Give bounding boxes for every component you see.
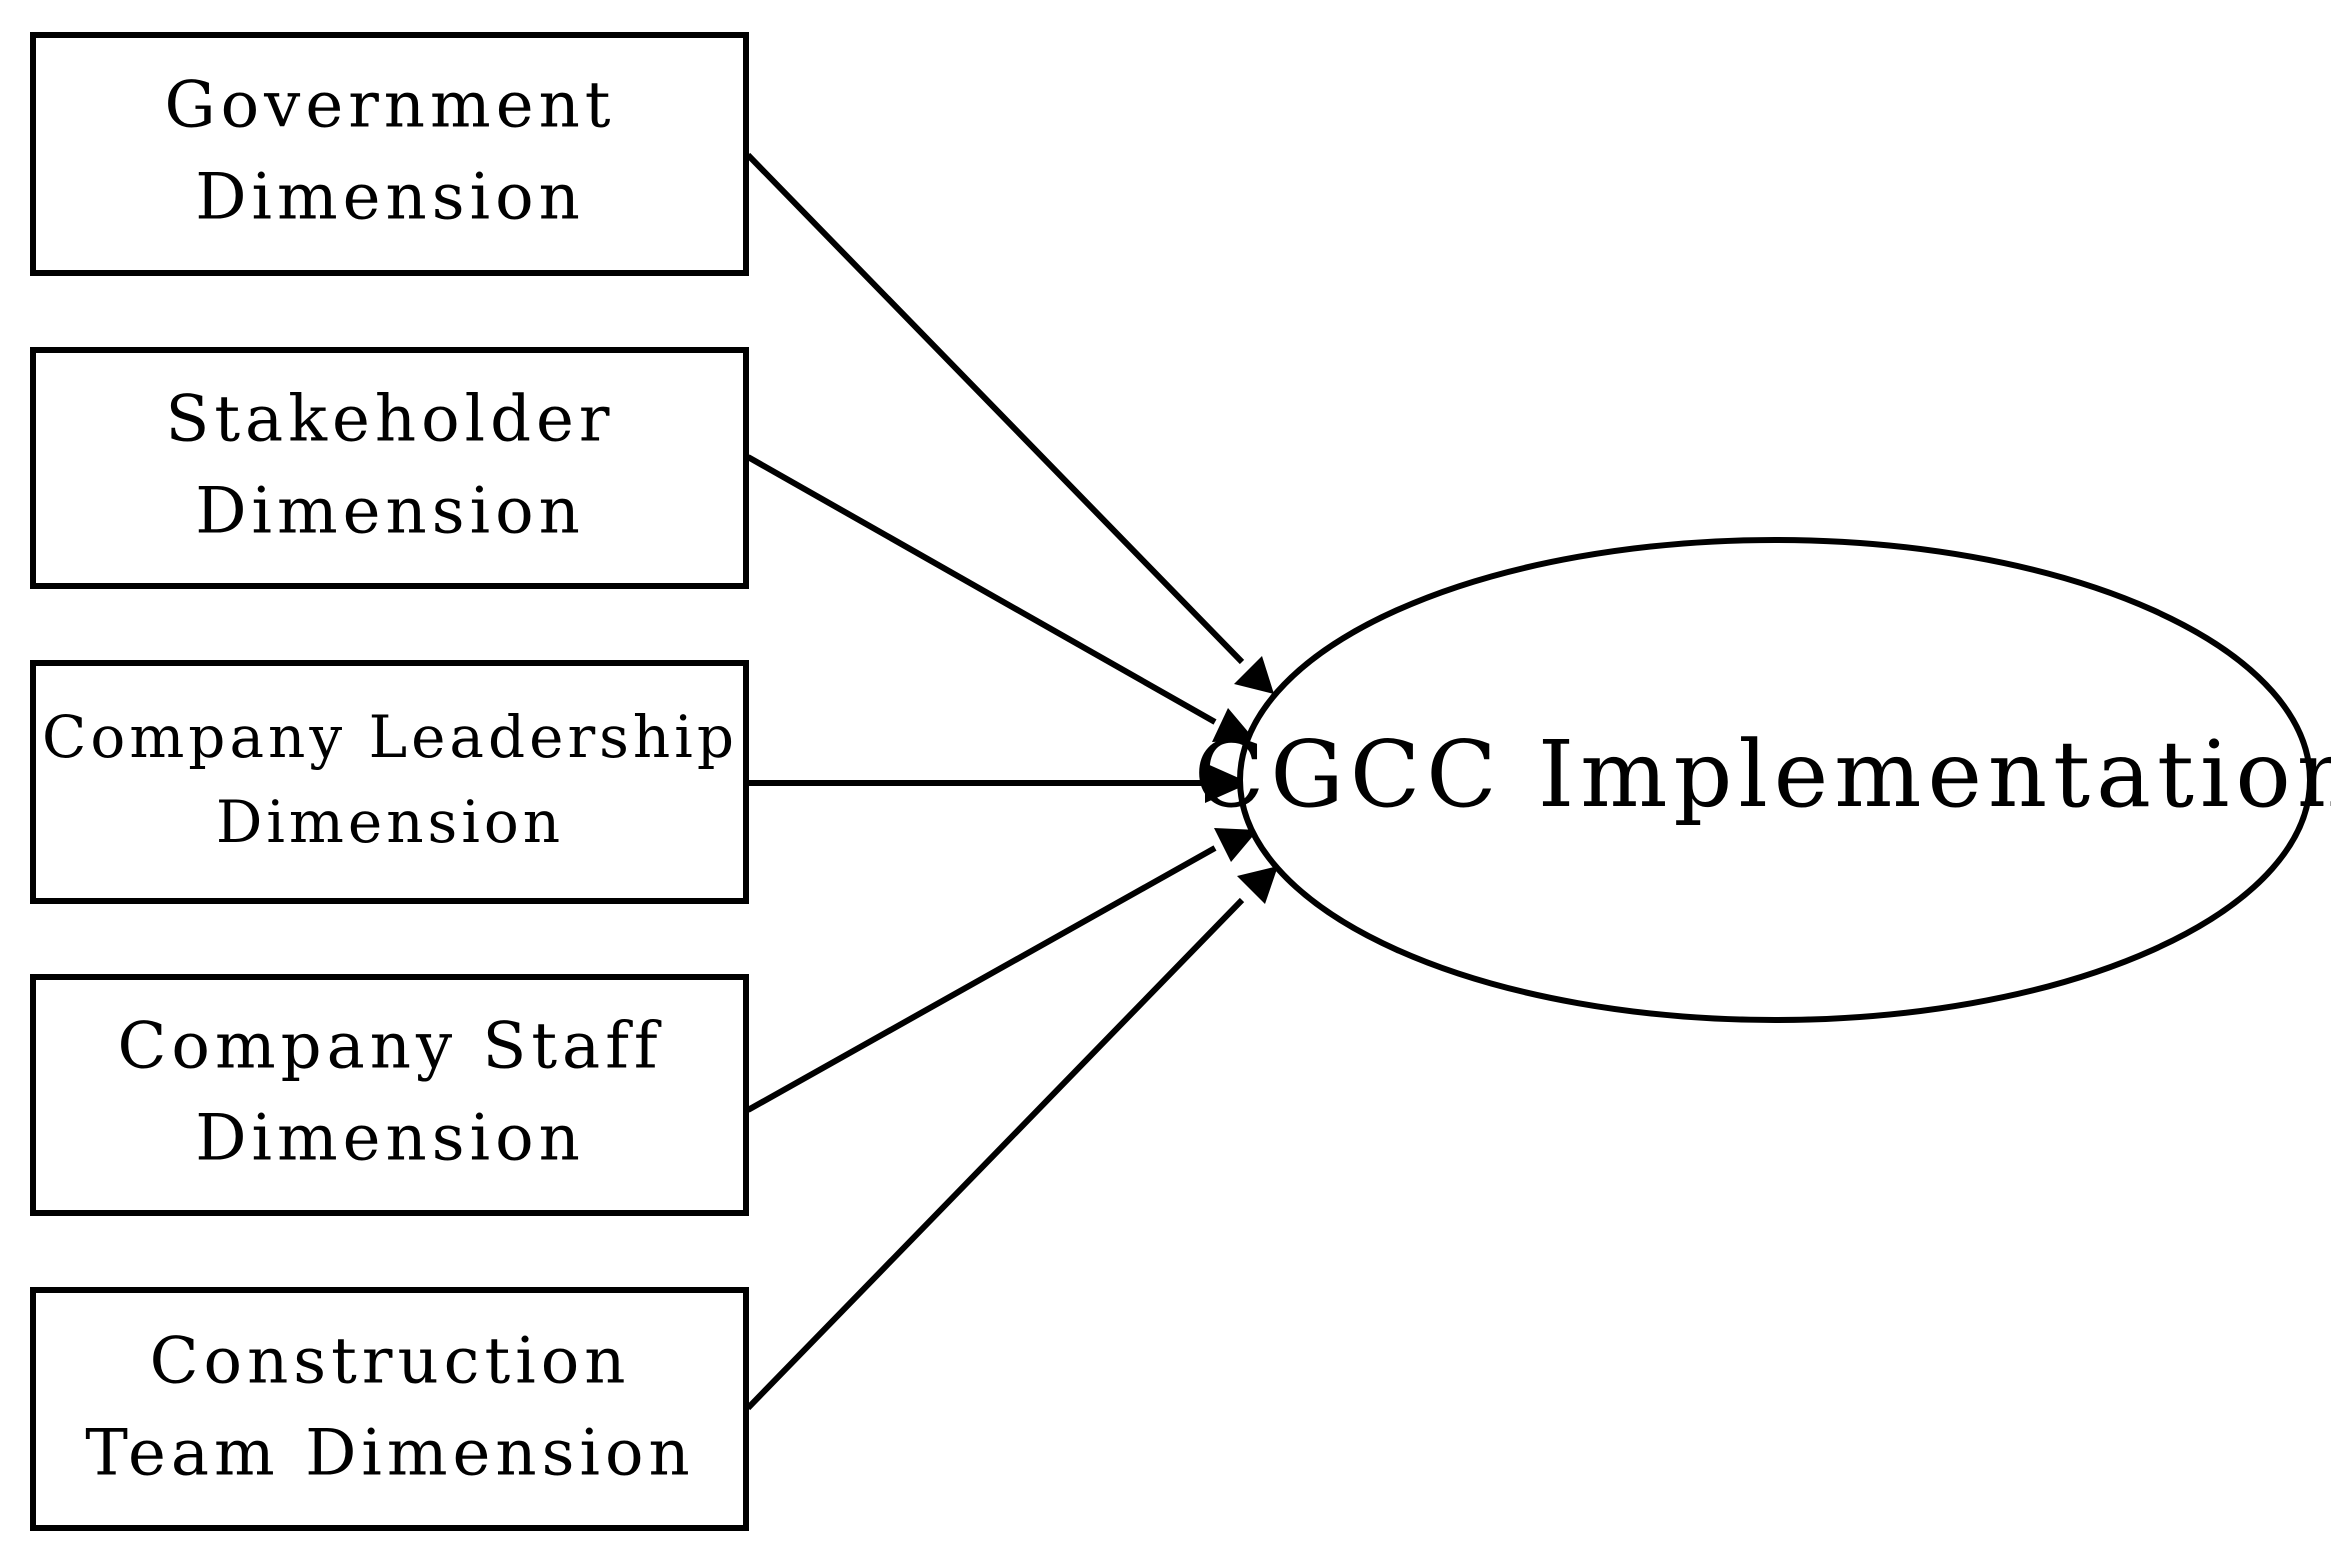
box-label-line2: Dimension (216, 788, 564, 856)
dimension-box-construction-team: Construction Team Dimension (30, 1287, 749, 1531)
dimension-box-government: Government Dimension (30, 32, 749, 276)
box-label-line1: Government (165, 69, 616, 143)
dimension-box-stakeholder: Stakeholder Dimension (30, 347, 749, 589)
edge-government (745, 152, 1245, 665)
box-frame (30, 1287, 749, 1531)
box-frame (30, 974, 749, 1216)
arrow-company-leadership-icon (1205, 763, 1250, 803)
edges (745, 152, 1278, 1411)
arrow-government-icon (1234, 656, 1274, 694)
box-label-line2: Dimension (195, 1102, 585, 1176)
dimension-box-company-leadership: Company Leadership Dimension (30, 660, 749, 904)
target-label: CGCC Implementation (1194, 721, 2331, 828)
arrow-construction-team-icon (1237, 866, 1278, 904)
box-label-line1: Company Staff (117, 1010, 662, 1084)
box-frame (30, 347, 749, 589)
box-label-line2: Team Dimension (85, 1417, 694, 1491)
edge-construction-team (745, 897, 1245, 1411)
edge-stakeholder (746, 454, 1217, 725)
box-label-line2: Dimension (195, 475, 585, 549)
box-frame (30, 660, 749, 904)
target-ellipse (1237, 537, 2313, 1023)
target-node: CGCC Implementation (1194, 537, 2331, 1023)
arrow-company-staff-icon (1214, 828, 1258, 862)
box-label-line1: Stakeholder (165, 383, 614, 457)
dimension-box-company-staff: Company Staff Dimension (30, 974, 749, 1216)
box-label-line1: Company Leadership (42, 703, 738, 771)
arrow-stakeholder-icon (1212, 708, 1255, 742)
box-frame (30, 32, 749, 276)
box-label-line2: Dimension (195, 161, 585, 235)
edge-company-staff (746, 845, 1217, 1113)
box-label-line1: Construction (150, 1325, 631, 1399)
